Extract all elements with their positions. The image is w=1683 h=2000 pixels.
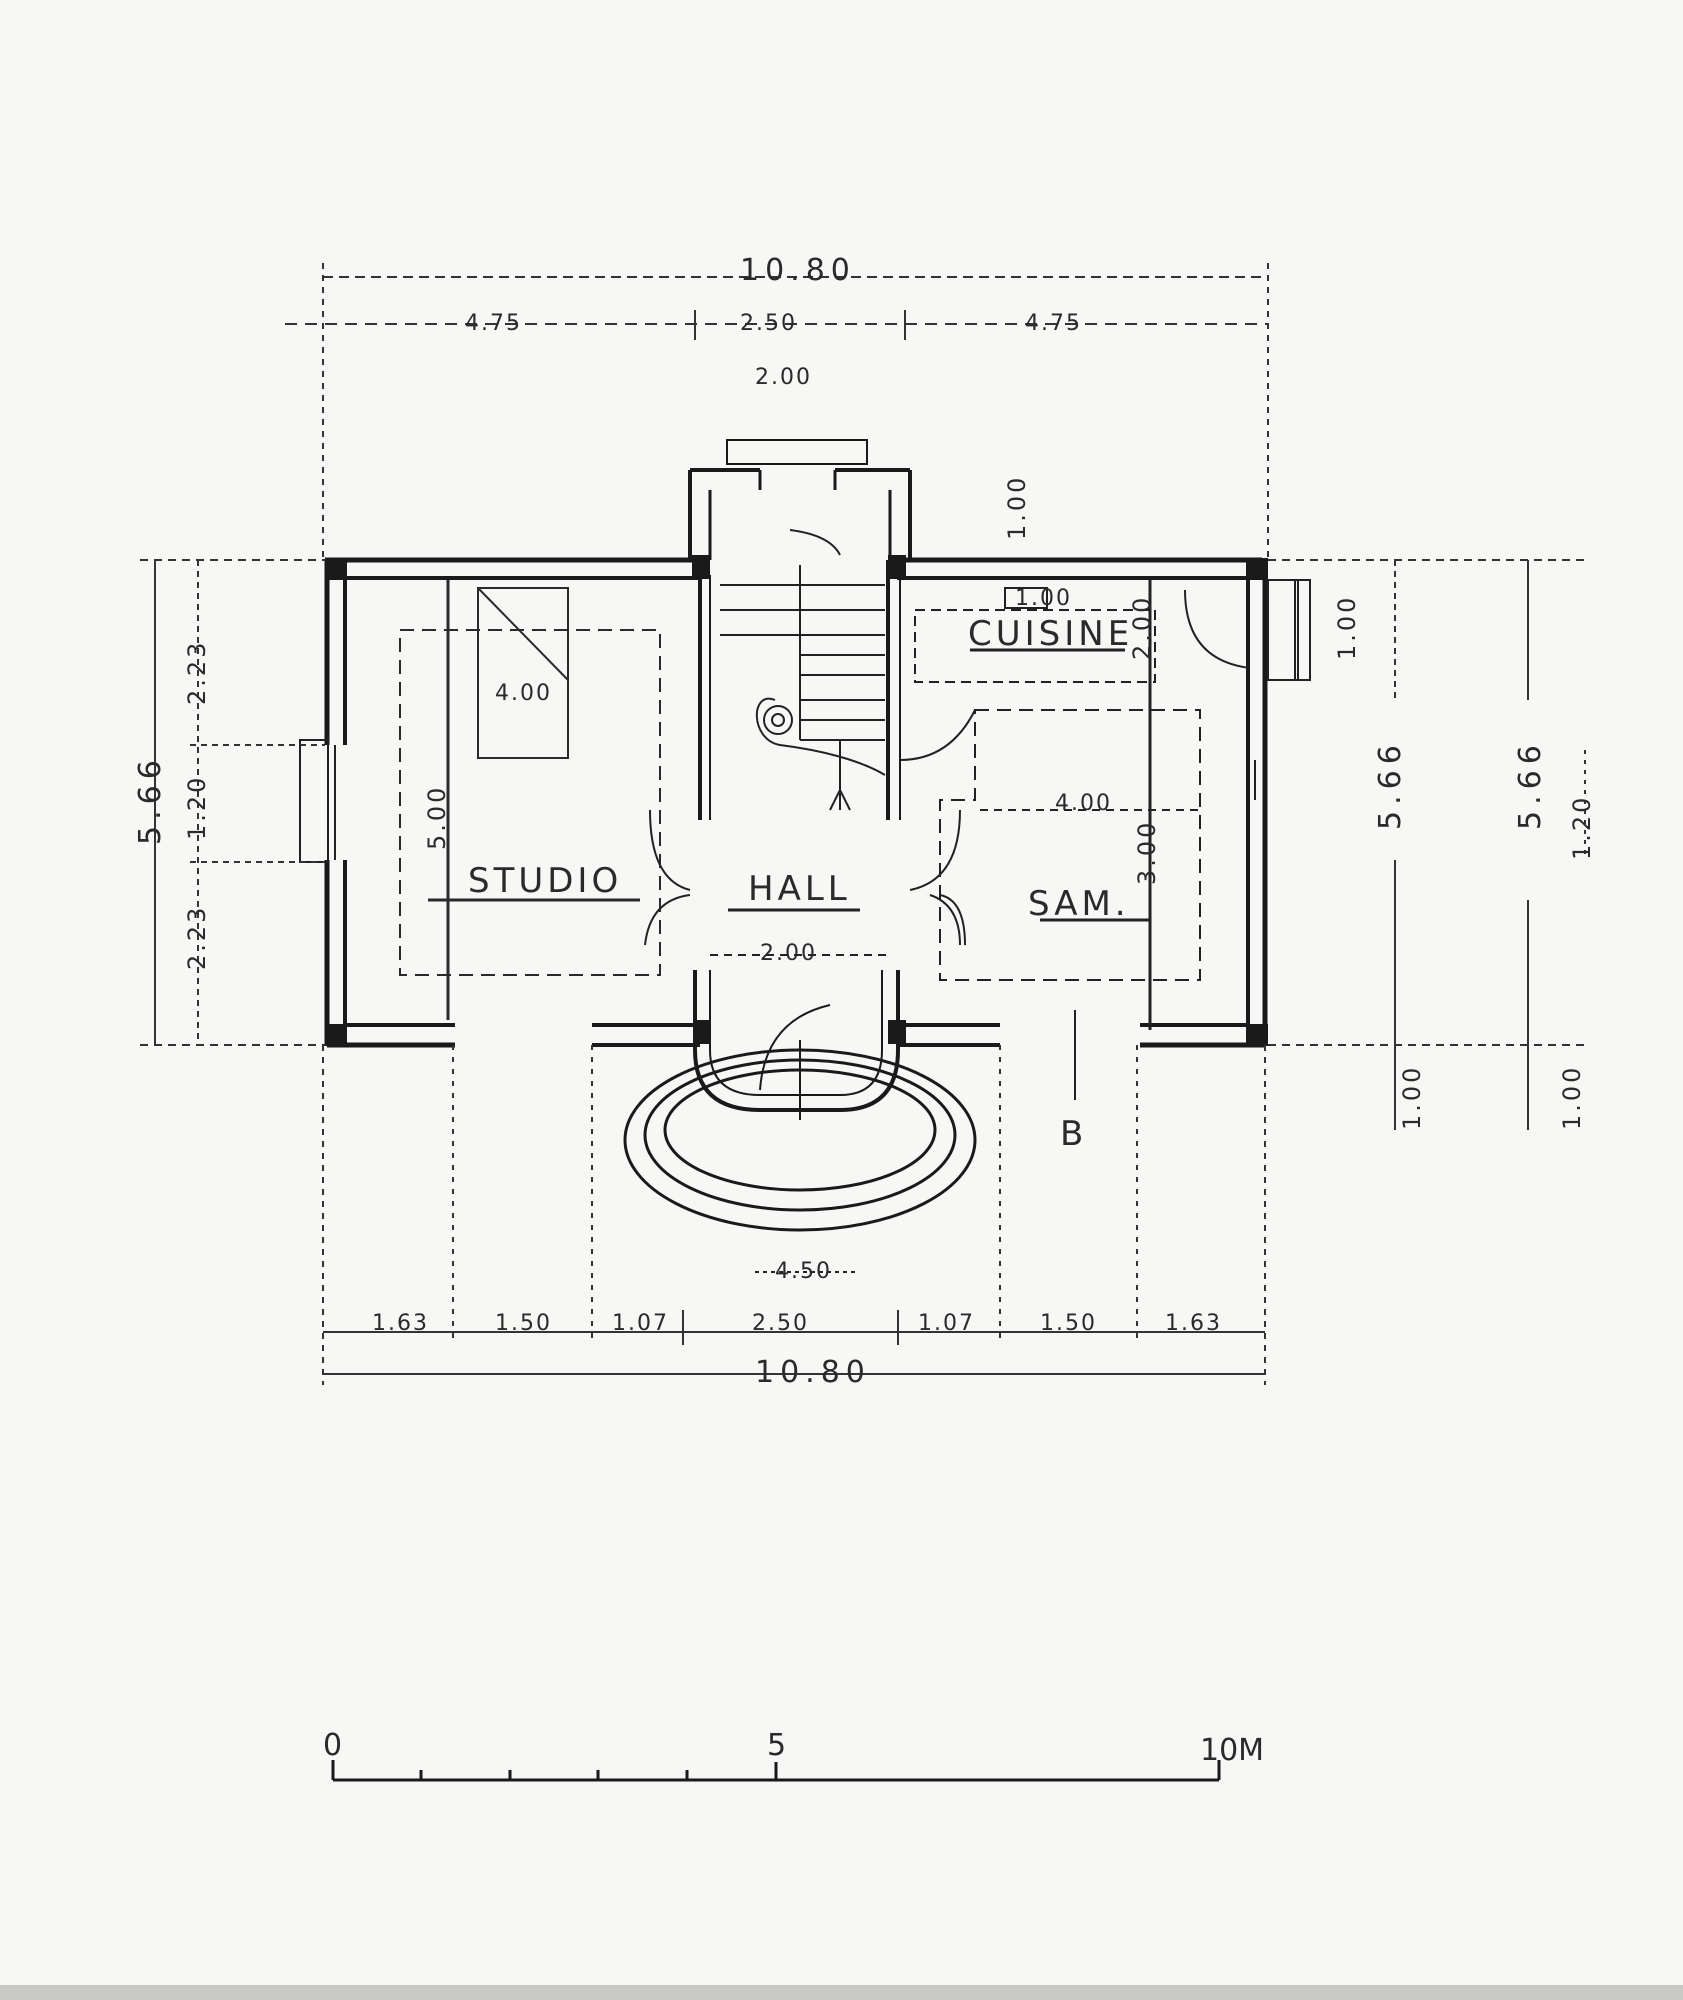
room-label-sam: SAM. — [1028, 884, 1130, 924]
hall-door-dim: 2.00 — [760, 941, 817, 966]
hall-elements — [644, 809, 966, 956]
room-label-hall: HALL — [748, 869, 851, 909]
porch-width-dim: 4.50 — [775, 1259, 832, 1284]
cuisine-elements — [899, 580, 1251, 1030]
dim-bottom-seg-1: 1.63 — [372, 1311, 429, 1336]
studio-cabinet-dim: 4.00 — [495, 681, 552, 706]
dim-top-left: 4.75 — [465, 311, 522, 336]
cuisine-height-dim: 2.00 — [1128, 595, 1156, 660]
dim-left-seg-3: 2.23 — [183, 905, 211, 970]
exterior-walls — [324, 557, 1268, 1048]
dim-left-seg-2: 1.20 — [183, 775, 211, 840]
room-label-studio: STUDIO — [468, 861, 622, 901]
dim-bottom-seg-3: 1.07 — [612, 1311, 669, 1336]
scale-label-5: 5 — [767, 1728, 786, 1763]
studio-length-dim: 5.00 — [423, 785, 451, 850]
dim-top-mid: 2.50 — [740, 311, 797, 336]
dim-left-total: 5.66 — [133, 754, 168, 845]
dim-bottom-seg-6: 1.50 — [1040, 1311, 1097, 1336]
kitchen-window-dim: 1.00 — [1333, 595, 1361, 660]
spiral-stair — [720, 529, 886, 811]
stair-partitions — [698, 560, 901, 820]
dim-right-outer: 5.66 — [1513, 739, 1548, 830]
dim-right-offset-2: 1.00 — [1558, 1065, 1586, 1130]
right-window — [1254, 579, 1311, 800]
dim-bottom-seg-5: 1.07 — [918, 1311, 975, 1336]
scale-bar — [331, 1760, 1221, 1782]
dim-bottom-seg-4: 2.50 — [752, 1311, 809, 1336]
entry-porch — [623, 970, 977, 1232]
room-label-cuisine: CUISINE — [968, 614, 1133, 654]
page-bottom-strip — [0, 1985, 1683, 2000]
dim-top-extra: 2.00 — [755, 365, 812, 390]
sam-width-dim: 4.00 — [1055, 791, 1112, 816]
dim-right-seg-1: 1.20 — [1568, 795, 1596, 860]
dim-right-offset-1: 1.00 — [1398, 1065, 1426, 1130]
bottom-dimension-lines — [322, 1045, 1266, 1385]
studio-furniture — [399, 580, 661, 1020]
cuisine-top-dim: 1.00 — [1015, 586, 1072, 611]
stair-tower — [688, 439, 912, 560]
right-dimension-lines — [1268, 559, 1590, 1130]
entry-stair-dim: 1.00 — [1003, 475, 1031, 540]
left-dimension-lines — [140, 559, 325, 1046]
sam-height-dim: 3.00 — [1133, 820, 1161, 885]
section-marker-label: B — [1060, 1114, 1087, 1154]
left-window — [299, 739, 336, 863]
sam-elements — [929, 809, 1200, 946]
dim-bottom-total: 10.80 — [755, 1355, 871, 1390]
scale-label-0: 0 — [323, 1728, 342, 1763]
dim-right-inner: 5.66 — [1373, 739, 1408, 830]
dim-bottom-seg-7: 1.63 — [1165, 1311, 1222, 1336]
top-dimension-lines — [285, 263, 1269, 560]
scale-label-10m: 10M — [1200, 1733, 1264, 1768]
dim-top-right: 4.75 — [1025, 311, 1082, 336]
dim-left-seg-1: 2.23 — [183, 640, 211, 705]
dim-top-total: 10.80 — [740, 253, 856, 288]
dim-bottom-seg-2: 1.50 — [495, 1311, 552, 1336]
